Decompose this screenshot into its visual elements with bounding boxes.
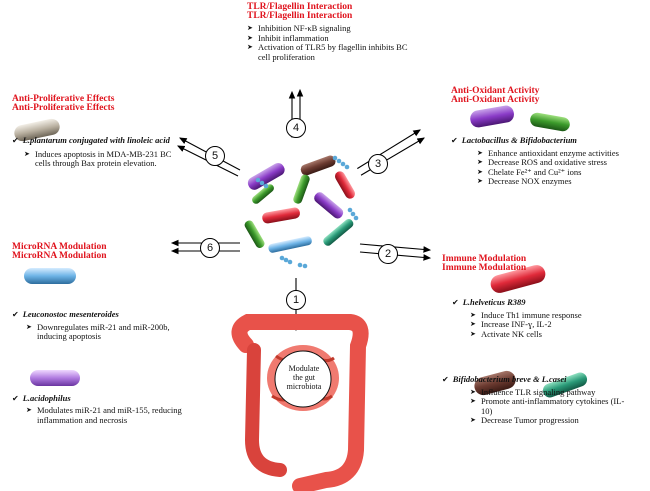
arrow-bullet-icon: ➤ — [470, 387, 476, 396]
number-2: 2 — [378, 244, 398, 264]
panel-title: Anti-Proliferative Effects — [12, 94, 115, 104]
check-icon: ✔ — [442, 375, 449, 384]
check-icon: ✔ — [12, 393, 19, 403]
arrow-bullet-icon: ➤ — [477, 167, 483, 176]
arrow-bullet-icon: ➤ — [470, 329, 476, 338]
number-4: 4 — [286, 118, 306, 138]
bullet-item: ➤Activate NK cells — [470, 328, 542, 339]
organism-name: ✔Bifidobacterium breve & L.casei — [442, 374, 567, 384]
bullet-item: ➤Influence TLR signaling pathway — [470, 386, 596, 397]
panel-microrna: MicroRNA Modulation MicroRNA Modulation … — [12, 242, 202, 425]
number-1: 1 — [286, 290, 306, 310]
check-icon: ✔ — [452, 298, 459, 307]
panel-antiproliferative: Anti-Proliferative Effects Anti-Prolifer… — [12, 94, 197, 169]
arrow-bullet-icon: ➤ — [470, 397, 476, 405]
panel-title-duplicate: Immune Modulation — [442, 263, 527, 273]
arrow-bullet-icon: ➤ — [477, 158, 483, 166]
organism-name: ✔L.helveticus R389 — [452, 297, 526, 307]
arrow-bullet-icon: ➤ — [477, 177, 483, 185]
arrow-bullet-icon: ➤ — [470, 320, 476, 328]
bullet-item: ➤Induce Th1 immune response — [470, 309, 582, 320]
gut-label: Modulate the gut microbiota — [286, 364, 322, 391]
number-6: 6 — [200, 238, 220, 258]
panel-antioxidant: Anti-Oxidant Activity Anti-Oxidant Activ… — [451, 86, 646, 187]
panel-immune: Immune Modulation Immune Modulation ✔L.h… — [442, 254, 642, 426]
bullet-item: ➤Decrease NOX enzymes — [477, 176, 572, 186]
arrow-bullet-icon: ➤ — [26, 322, 32, 331]
arrow-bullet-icon: ➤ — [247, 43, 253, 51]
bullet-item: ➤Promote anti-inflammatory cytokines (IL… — [470, 396, 625, 416]
arrow-bullet-icon: ➤ — [470, 416, 476, 424]
panel-title-duplicate: TLR/Flagellin Interaction — [247, 11, 353, 21]
panel-title-duplicate: Anti-Oxidant Activity — [451, 95, 540, 105]
check-icon: ✔ — [12, 310, 19, 319]
bullet-item: ➤Inhibit inflammation — [247, 32, 329, 43]
number-3: 3 — [368, 154, 388, 174]
bullet-item: ➤Inhibition NF-κB signaling — [247, 23, 351, 33]
organism-name: ✔Leuconostoc mesenteroides — [12, 309, 119, 319]
panel-title: Anti-Oxidant Activity — [451, 86, 540, 96]
organism-name: ✔Lactobacillus & Bifidobacterium — [451, 135, 577, 145]
bullet-item: ➤Downregulates miR-21 and miR-200b, indu… — [26, 321, 170, 341]
arrow-bullet-icon: ➤ — [477, 148, 483, 157]
microbe-cluster — [232, 137, 368, 273]
arrow-bullet-icon: ➤ — [247, 24, 253, 32]
intestine — [231, 314, 369, 491]
bullet-item: ➤Enhance antioxidant enzyme activities — [477, 147, 619, 158]
arrow-bullet-icon: ➤ — [247, 33, 253, 42]
organism-name: ✔L.acidophilus — [12, 392, 71, 403]
arrow-bullet-icon: ➤ — [470, 310, 476, 319]
bullet-item: ➤Induces apoptosis in MDA-MB-231 BC cell… — [24, 148, 172, 168]
arrow-bullet-icon: ➤ — [26, 406, 32, 414]
bullet-item: ➤Decrease ROS and oxidative stress — [477, 157, 607, 167]
bullet-item: ➤Modulates miR-21 and miR-155, reducing … — [26, 405, 182, 425]
bullet-item: ➤Activation of TLR5 by flagellin inhibit… — [247, 42, 408, 62]
panel-tlr: TLR/Flagellin Interaction TLR/Flagellin … — [247, 2, 437, 62]
number-5: 5 — [205, 146, 225, 166]
check-icon: ✔ — [12, 136, 19, 145]
panel-title-duplicate: Anti-Proliferative Effects — [12, 103, 115, 113]
bullet-item: ➤Chelate Fe²⁺ and Cu²⁺ ions — [477, 166, 582, 177]
arrow-bullet-icon: ➤ — [24, 149, 30, 158]
panel-title-duplicate: MicroRNA Modulation — [12, 251, 107, 261]
bullet-item: ➤Decrease Tumor progression — [470, 415, 579, 425]
microbe-illustrations — [14, 105, 588, 398]
bullet-item: ➤Increase INF-ɣ, IL-2 — [470, 319, 552, 329]
panel-title: MicroRNA Modulation — [12, 242, 107, 252]
panel-title: Immune Modulation — [442, 254, 527, 264]
check-icon: ✔ — [451, 136, 458, 145]
panel-title: TLR/Flagellin Interaction — [247, 2, 353, 12]
organism-name: ✔L.plantarum conjugated with linoleic ac… — [12, 135, 170, 145]
